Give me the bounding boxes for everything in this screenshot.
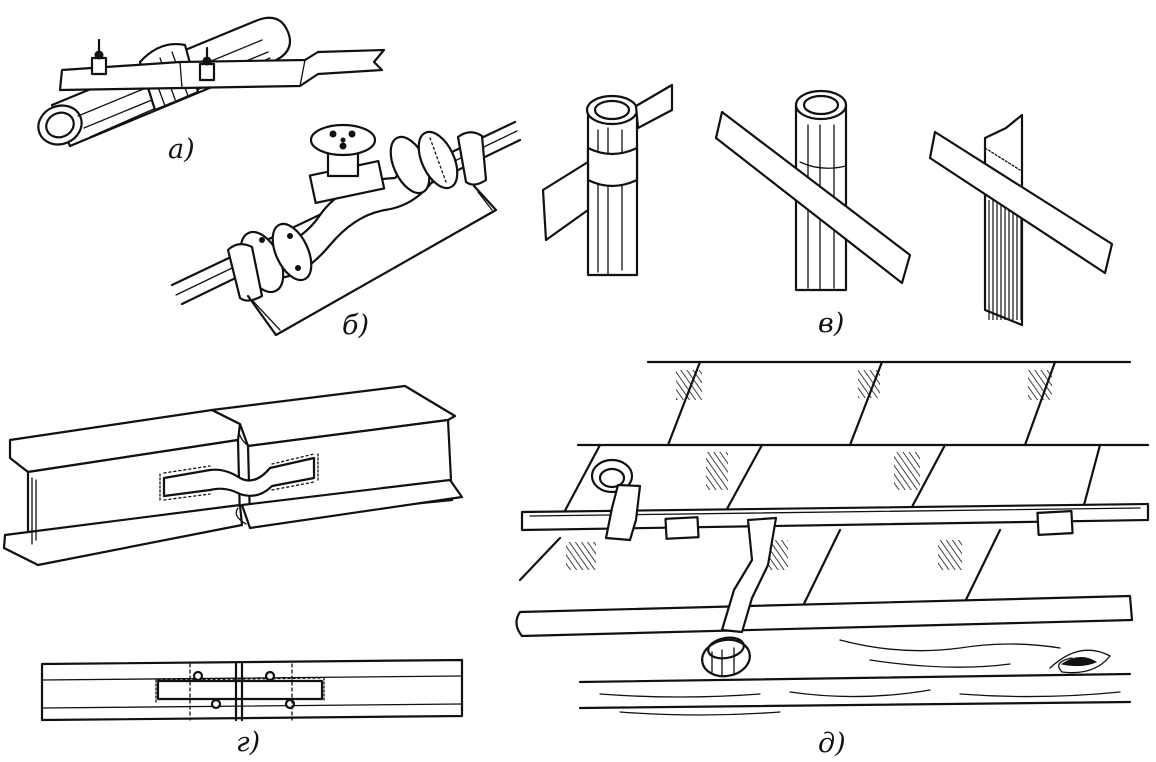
panel-a-pipe-clamp: а)	[37, 16, 386, 165]
pipe-with-wrapped-strip	[541, 83, 674, 277]
panel-label-a: а)	[168, 134, 195, 165]
cable-clamp-upper	[590, 458, 642, 542]
panel-v-strip-connections: в)	[541, 83, 1114, 339]
wooden-beam	[578, 639, 1132, 716]
panel-b-valve-bypass: б)	[170, 120, 522, 341]
panel-label-d: д)	[818, 728, 846, 759]
pipe-with-crossing-strip	[714, 89, 912, 292]
handwheel-icon	[329, 130, 356, 150]
panel-label-b: б)	[342, 310, 369, 341]
bolt-icon	[90, 38, 108, 76]
panel-d-tray-grounding: д)	[515, 360, 1150, 759]
panel-g-plan-view: г)	[40, 658, 464, 758]
angle-with-crossing-strip	[928, 113, 1114, 327]
panel-label-g: г)	[236, 727, 260, 758]
panel-label-v: в)	[818, 308, 844, 339]
jumper-with-lug	[701, 516, 778, 678]
bolt-icon	[198, 46, 216, 82]
panel-g-beam-jumper	[2, 384, 464, 567]
flange-right	[389, 130, 459, 195]
